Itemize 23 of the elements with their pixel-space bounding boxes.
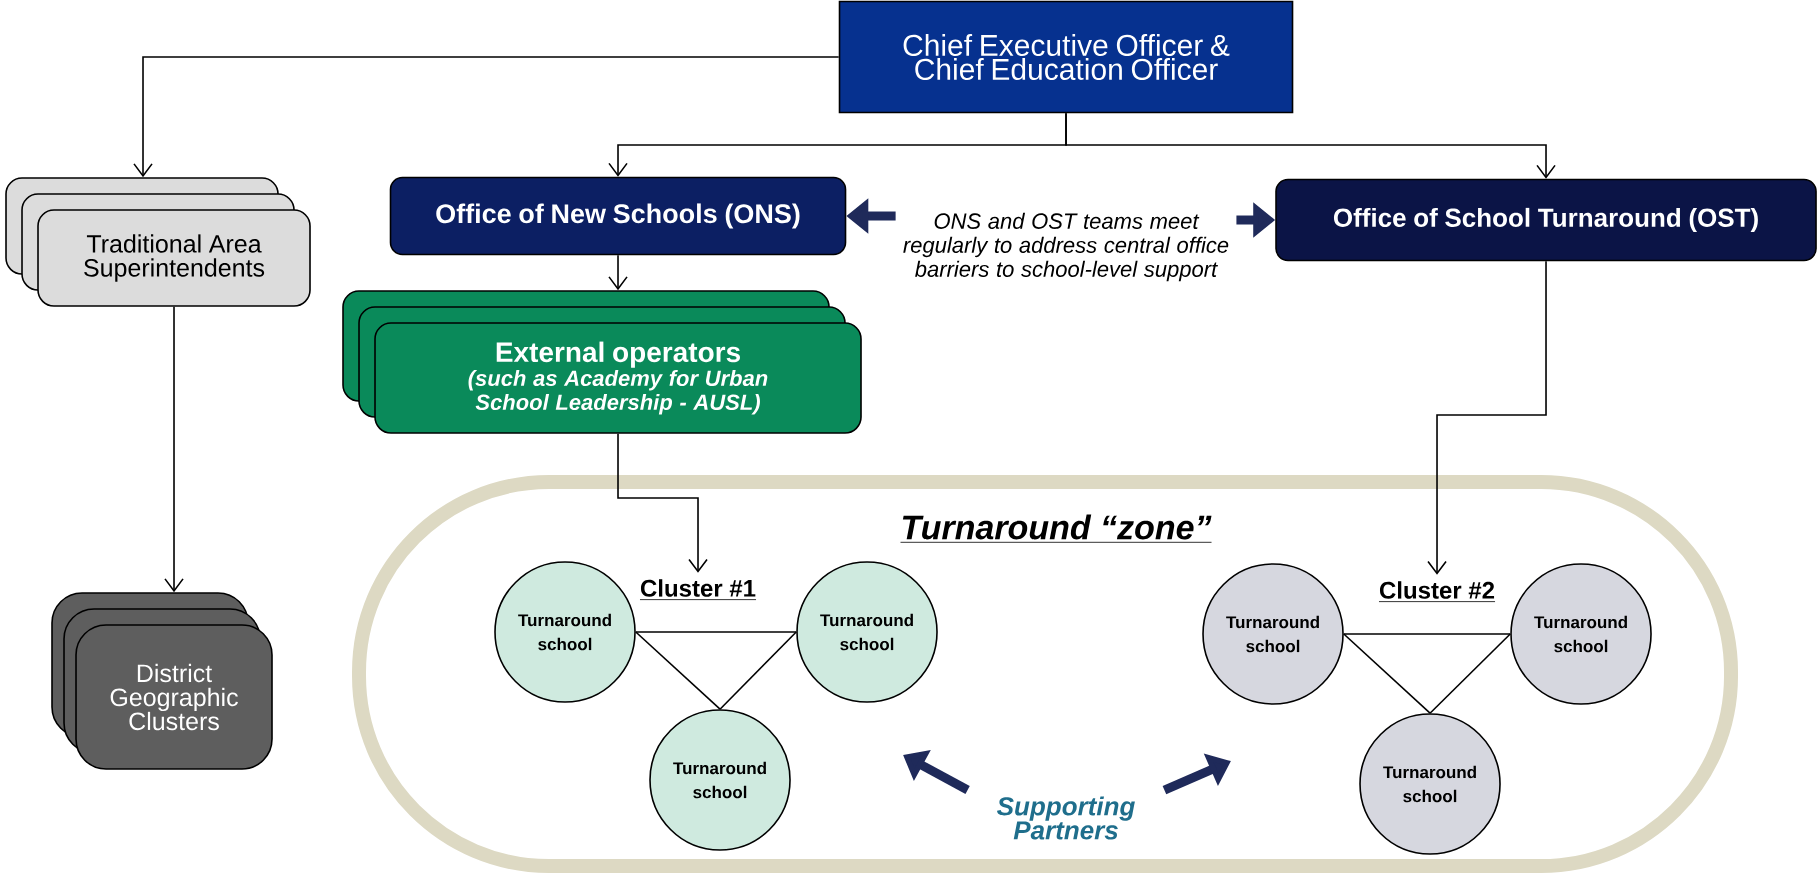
arrow xyxy=(133,56,840,178)
connector-line xyxy=(635,631,797,633)
connector-line xyxy=(719,631,797,710)
note-text: ONS and OST teams meet regularly to address central office barriers to school-level support xyxy=(903,212,1229,282)
arrow xyxy=(164,306,184,593)
stacked-box: Traditional Area Superintendents xyxy=(5,177,311,307)
connector-line xyxy=(635,631,721,710)
connector-line xyxy=(1343,633,1431,714)
office-box: Office of School Turnaround (OST) xyxy=(1275,178,1817,262)
zone-title: Turnaround “zone” xyxy=(900,514,1212,543)
arrow xyxy=(1065,112,1556,179)
stacked-box: External operators (such as Academy for Urban School Leadership - AUSL) xyxy=(342,290,862,434)
stacked-box: District Geographic Clusters xyxy=(51,592,273,770)
cluster-label: Cluster #2 xyxy=(1378,581,1496,602)
office-box: Office of New Schools (ONS) xyxy=(389,176,847,256)
connector-line xyxy=(1429,633,1511,714)
arrow xyxy=(608,254,628,291)
arrow xyxy=(1427,260,1547,575)
arrow xyxy=(617,433,708,573)
executive-box: Chief Executive Officer & Chief Education Officer xyxy=(838,0,1294,114)
partners-text: Supporting Partners xyxy=(997,796,1135,840)
connector-line xyxy=(1343,633,1511,635)
cluster-label: Cluster #1 xyxy=(639,579,757,600)
